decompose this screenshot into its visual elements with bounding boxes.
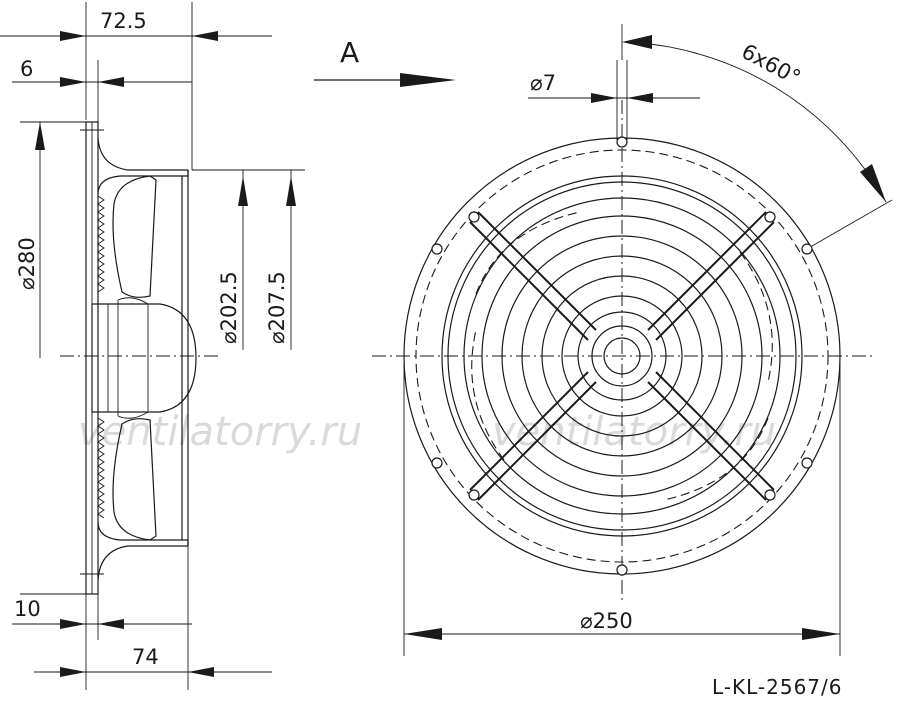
mount-hole bbox=[616, 564, 628, 576]
upper-blade bbox=[112, 175, 157, 298]
dim-base-offset-label: 10 bbox=[14, 597, 41, 621]
dim-bolt-circle: ⌀250 bbox=[403, 356, 841, 656]
dim-base-width-label: 74 bbox=[132, 645, 159, 669]
dim-diameter-207-5-label: ⌀207.5 bbox=[265, 271, 289, 344]
dim-hole-pattern-label: 6x60° bbox=[738, 39, 805, 90]
mount-hole bbox=[431, 457, 443, 469]
guard-ring bbox=[463, 197, 781, 515]
motor-hub bbox=[91, 303, 197, 413]
guard-strut-1 bbox=[469, 211, 775, 501]
model-code: L-KL-2567/6 bbox=[712, 675, 843, 699]
watermark-left: ventilatorry.ru bbox=[78, 409, 362, 455]
dim-diameter-202-5: ⌀202.5 bbox=[192, 169, 262, 350]
dim-base-offset: 10 bbox=[12, 594, 192, 690]
dim-hole-pattern: 6x60° bbox=[621, 24, 893, 247]
view-direction: A bbox=[314, 36, 456, 87]
mount-hole bbox=[801, 457, 813, 469]
view-label: A bbox=[340, 36, 359, 69]
watermark-right: ventilatorry.ru bbox=[492, 409, 776, 455]
dim-diameter-280-label: ⌀280 bbox=[15, 237, 39, 290]
side-view bbox=[60, 121, 218, 595]
motor-center bbox=[591, 325, 653, 387]
dim-overall-width: 72.5 bbox=[0, 2, 272, 170]
front-view bbox=[372, 100, 872, 600]
dim-bolt-circle-label: ⌀250 bbox=[580, 609, 633, 633]
lower-blade bbox=[112, 418, 157, 541]
dim-overall-width-label: 72.5 bbox=[100, 9, 147, 33]
dim-diameter-280: ⌀280 bbox=[15, 121, 92, 595]
dim-hole-diameter-label: ⌀7 bbox=[530, 71, 556, 95]
dim-flange-thickness: 6 bbox=[12, 57, 192, 122]
mount-hole bbox=[431, 243, 443, 255]
dim-diameter-207-5: ⌀207.5 bbox=[192, 169, 305, 350]
dim-diameter-202-5-label: ⌀202.5 bbox=[217, 271, 241, 344]
bolt-circle bbox=[415, 149, 829, 563]
guard-strut-2 bbox=[469, 211, 775, 501]
dim-flange-thickness-label: 6 bbox=[20, 57, 33, 81]
dim-base-width: 74 bbox=[34, 546, 272, 690]
mount-hole bbox=[616, 136, 628, 148]
mount-hole bbox=[801, 243, 813, 255]
dim-hole-diameter: ⌀7 bbox=[528, 60, 700, 140]
